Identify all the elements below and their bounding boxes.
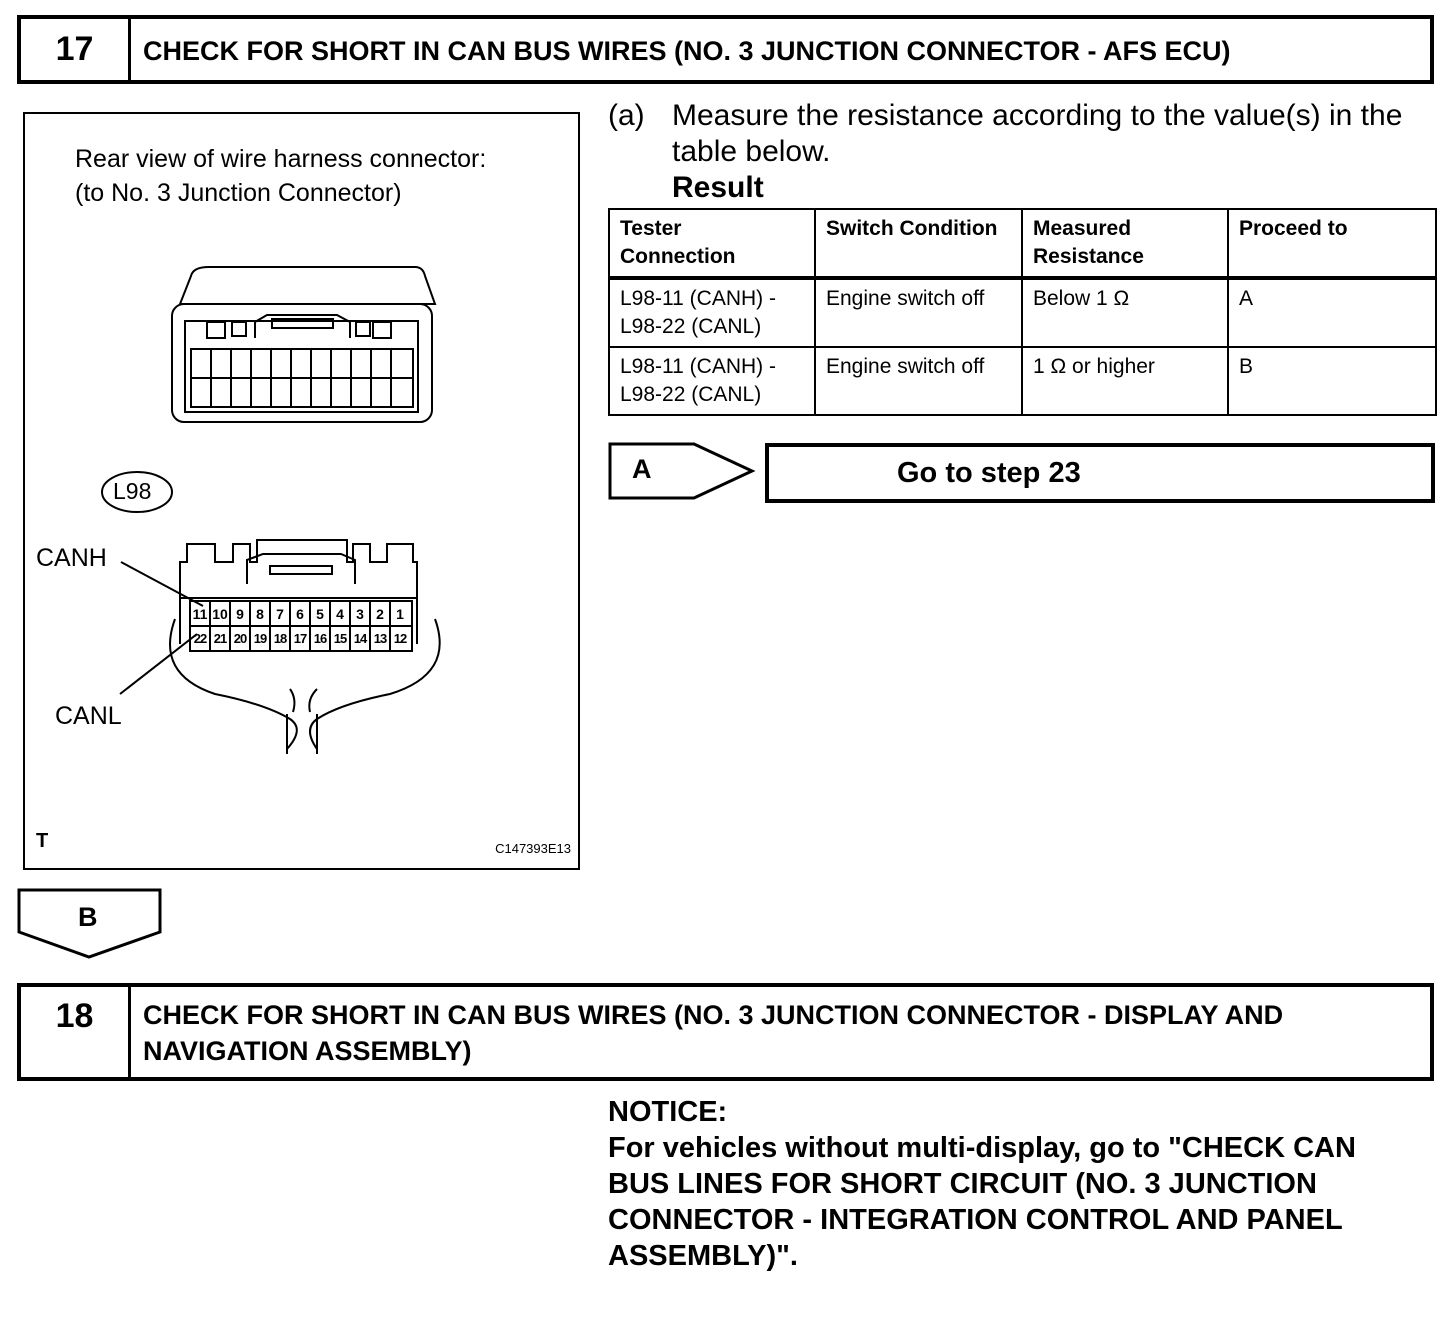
header-proceed-to: Proceed to: [1227, 208, 1437, 280]
notice-heading: NOTICE:: [608, 1096, 728, 1128]
result-table: Tester Connection Switch Condition Measu…: [608, 208, 1437, 416]
cell-text: L98-22 (CANL): [620, 383, 762, 406]
pin-label: 4: [336, 606, 344, 622]
header-text: Tester: [620, 217, 682, 240]
pin-label: 1: [396, 606, 404, 622]
notice-line-2: BUS LINES FOR SHORT CIRCUIT (NO. 3 JUNCT…: [608, 1168, 1317, 1200]
instruction-marker: (a): [608, 99, 645, 132]
header-measured-resistance: Measured Resistance: [1021, 208, 1229, 280]
table-header-row: Tester Connection Switch Condition Measu…: [608, 208, 1437, 280]
connector-id-oval: [101, 471, 173, 513]
notice-line-1: For vehicles without multi-display, go t…: [608, 1132, 1356, 1164]
pin-label: 3: [356, 606, 364, 622]
pin-row-top: 11 10 9 8 7 6 5 4 3 2 1: [190, 603, 412, 625]
pin-label: 17: [293, 631, 307, 646]
instruction-line-1: Measure the resistance according to the …: [672, 99, 1403, 132]
pin-label: 11: [192, 606, 208, 622]
step-title-line-1: CHECK FOR SHORT IN CAN BUS WIRES (NO. 3 …: [143, 1000, 1284, 1030]
pin-label: 18: [273, 631, 287, 646]
branch-b-label: B: [78, 902, 98, 932]
instruction-text: Measure the resistance according to the …: [672, 98, 1402, 206]
header-tester-connection: Tester Connection: [608, 208, 816, 280]
connector-id-label: L98: [113, 478, 152, 504]
pin-label: 15: [333, 631, 347, 646]
table-row: L98-11 (CANH) - L98-22 (CANL) Engine swi…: [608, 277, 1437, 348]
header-text: Measured: [1033, 217, 1132, 240]
result-heading: Result: [672, 171, 764, 204]
notice-line-3: CONNECTOR - INTEGRATION CONTROL AND PANE…: [608, 1204, 1343, 1236]
cell-connection: L98-11 (CANH) - L98-22 (CANL): [608, 277, 816, 348]
cell-resistance: 1 Ω or higher: [1021, 346, 1229, 416]
canh-leader-line: [120, 561, 204, 607]
pin-label: 16: [313, 631, 327, 646]
cell-connection: L98-11 (CANH) - L98-22 (CANL): [608, 346, 816, 416]
pin-label: 21: [213, 631, 227, 646]
header-text: Resistance: [1033, 245, 1144, 268]
figure-caption-line-1: Rear view of wire harness connector:: [75, 145, 487, 173]
branch-b-arrow-icon: [17, 888, 162, 959]
cell-switch: Engine switch off: [814, 277, 1023, 348]
go-to-step-23-link[interactable]: Go to step 23: [765, 443, 1435, 503]
cell-text: L98-11 (CANH) -: [620, 287, 776, 310]
branch-a-label: A: [632, 454, 652, 484]
pin-label: 9: [236, 606, 244, 622]
step-number: 18: [21, 987, 131, 1077]
figure-code: C147393E13: [495, 841, 571, 856]
figure-caption-line-2: (to No. 3 Junction Connector): [75, 179, 402, 207]
pin-label: 12: [393, 631, 407, 646]
step-title: CHECK FOR SHORT IN CAN BUS WIRES (NO. 3 …: [143, 997, 1416, 1069]
connector-diagram: [101, 266, 441, 754]
pin-label: 20: [233, 631, 247, 646]
step-title: CHECK FOR SHORT IN CAN BUS WIRES (NO. 3 …: [143, 36, 1231, 66]
table-row: L98-11 (CANH) - L98-22 (CANL) Engine swi…: [608, 346, 1437, 416]
pin-label: 22: [193, 631, 207, 646]
pin-label: 10: [212, 606, 228, 622]
canh-label: CANH: [36, 544, 107, 572]
figure-corner-mark: T: [36, 830, 49, 852]
connector-rear-view: [169, 539, 441, 754]
cell-switch: Engine switch off: [814, 346, 1023, 416]
cell-text: L98-22 (CANL): [620, 315, 762, 338]
notice-block: NOTICE: For vehicles without multi-displ…: [608, 1094, 1356, 1274]
step-17-header: 17 CHECK FOR SHORT IN CAN BUS WIRES (NO.…: [17, 15, 1434, 84]
canl-leader-line: [119, 633, 198, 695]
step-18-header: 18 CHECK FOR SHORT IN CAN BUS WIRES (NO.…: [17, 983, 1434, 1081]
canl-label: CANL: [55, 702, 122, 730]
pin-label: 5: [316, 606, 324, 622]
header-text: Connection: [620, 245, 736, 268]
cell-resistance: Below 1 Ω: [1021, 277, 1229, 348]
figure-caption: Rear view of wire harness connector: (to…: [75, 142, 486, 210]
pin-label: 6: [296, 606, 304, 622]
branch-a-arrow-icon: [608, 442, 756, 500]
pin-label: 7: [276, 606, 284, 622]
connector-figure: Rear view of wire harness connector: (to…: [23, 112, 580, 870]
pin-label: 14: [353, 631, 367, 646]
pin-row-bottom: 22 21 20 19 18 17 16 15 14 13 12: [190, 628, 412, 650]
cell-proceed: B: [1227, 346, 1437, 416]
step-number: 17: [21, 19, 131, 80]
cell-text: L98-11 (CANH) -: [620, 355, 776, 378]
pin-label: 8: [256, 606, 264, 622]
cell-proceed: A: [1227, 277, 1437, 348]
pin-label: 19: [253, 631, 267, 646]
pin-label: 13: [373, 631, 387, 646]
header-switch-condition: Switch Condition: [814, 208, 1023, 280]
instruction-line-2: table below.: [672, 135, 831, 168]
connector-front-view: [171, 266, 437, 423]
notice-line-4: ASSEMBLY)".: [608, 1240, 798, 1272]
pin-label: 2: [376, 606, 384, 622]
step-title-line-2: NAVIGATION ASSEMBLY): [143, 1036, 472, 1066]
